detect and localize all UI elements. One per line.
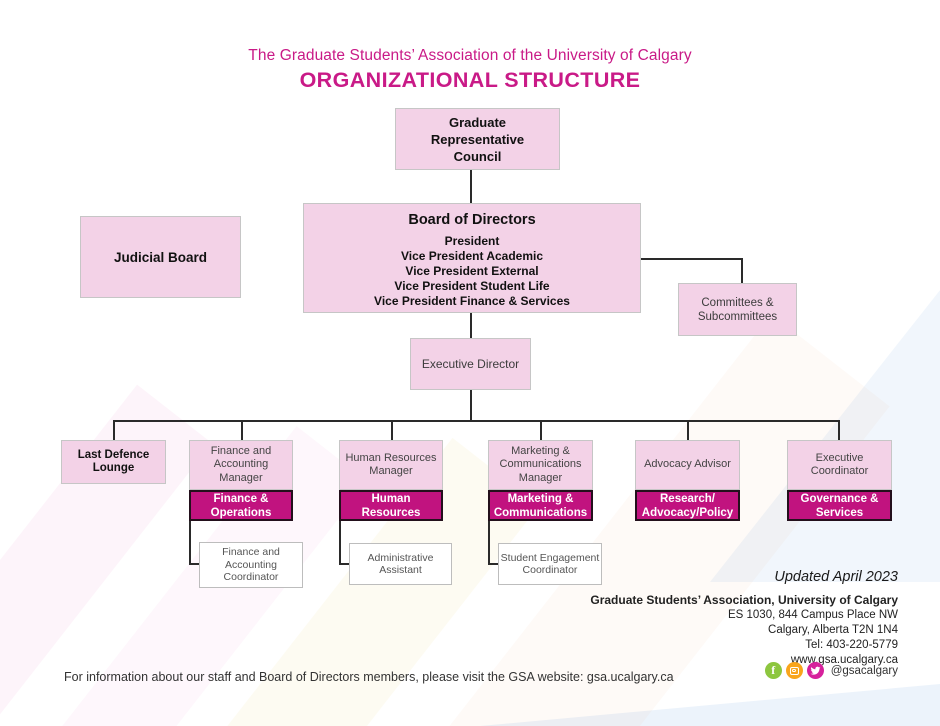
contact-address-line2: Calgary, Alberta T2N 1N4 [768, 624, 898, 636]
social-row: f @gsacalgary [764, 662, 898, 679]
box-student-engagement-coordinator: Student Engagement Coordinator [498, 543, 602, 585]
connector-ed-row [470, 390, 472, 420]
page-title: ORGANIZATIONAL STRUCTURE [299, 68, 641, 92]
connector-hr-sub-v [339, 521, 341, 565]
box-marketing-communications-manager: Marketing & Communications Manager [488, 440, 593, 490]
box-finance-accounting-manager: Finance and Accounting Manager [189, 440, 293, 490]
connector-board-committees-v [741, 258, 743, 283]
connector-stub-hr [391, 420, 393, 440]
updated-date: Updated April 2023 [774, 569, 898, 585]
connector-finance-sub-v [189, 521, 191, 565]
box-executive-coordinator: Executive Coordinator [787, 440, 892, 490]
box-last-defence-lounge: Last Defence Lounge [61, 440, 166, 484]
connector-stub-finance [241, 420, 243, 440]
connector-grc-board [470, 170, 472, 203]
contact-address-line1: ES 1030, 844 Campus Place NW [727, 609, 898, 621]
page-header: The Graduate Students’ Association of th… [0, 47, 940, 93]
connector-marketing-sub-v [488, 521, 490, 565]
board-member-vp-external: Vice President External [405, 264, 539, 278]
connector-board-committees-h [641, 258, 743, 260]
connector-board-ed [470, 313, 472, 338]
box-graduate-representative-council: Graduate Representative Council [395, 108, 560, 170]
connector-hr-sub-h [339, 563, 350, 565]
board-member-vp-academic: Vice President Academic [400, 249, 544, 263]
board-member-vp-student-life: Vice President Student Life [394, 279, 550, 293]
social-handle: @gsacalgary [830, 664, 898, 677]
banner-finance-operations: Finance & Operations [189, 490, 293, 521]
instagram-icon[interactable] [785, 662, 803, 679]
connector-stub-marketing [540, 420, 542, 440]
contact-telephone: Tel: 403-220-5779 [805, 639, 898, 651]
banner-research-advocacy-policy: Research/ Advocacy/Policy [635, 490, 740, 521]
banner-human-resources: Human Resources [339, 490, 443, 521]
facebook-icon[interactable]: f [764, 662, 782, 679]
board-member-vp-finance-services: Vice President Finance & Services [374, 294, 570, 308]
connector-marketing-sub-h [488, 563, 499, 565]
box-judicial-board: Judicial Board [80, 216, 241, 298]
board-member-president: President [444, 234, 500, 248]
contact-org-name: Graduate Students’ Association, Universi… [590, 593, 898, 607]
connector-finance-sub-h [189, 563, 200, 565]
box-committees-subcommittees: Committees & Subcommittees [678, 283, 797, 336]
footer-note: For information about our staff and Boar… [64, 670, 674, 684]
connector-stub-last-defence [113, 420, 115, 440]
box-finance-accounting-coordinator: Finance and Accounting Coordinator [199, 542, 303, 588]
contact-block: Graduate Students’ Association, Universi… [590, 593, 898, 668]
box-advocacy-advisor: Advocacy Advisor [635, 440, 740, 490]
board-of-directors-title: Board of Directors [408, 212, 536, 228]
background-blue-band [480, 684, 940, 726]
box-human-resources-manager: Human Resources Manager [339, 440, 443, 490]
box-administrative-assistant: Administrative Assistant [349, 543, 452, 585]
box-board-of-directors: Board of Directors President Vice Presid… [303, 203, 641, 313]
connector-stub-advocacy [687, 420, 689, 440]
banner-governance-services: Governance & Services [787, 490, 892, 521]
box-executive-director: Executive Director [410, 338, 531, 390]
connector-stub-exec-coordinator [838, 420, 840, 440]
page-subtitle: The Graduate Students’ Association of th… [248, 47, 692, 64]
twitter-icon[interactable] [806, 662, 824, 679]
banner-marketing-communications: Marketing & Communications [488, 490, 593, 521]
connector-row-horizontal [113, 420, 840, 422]
